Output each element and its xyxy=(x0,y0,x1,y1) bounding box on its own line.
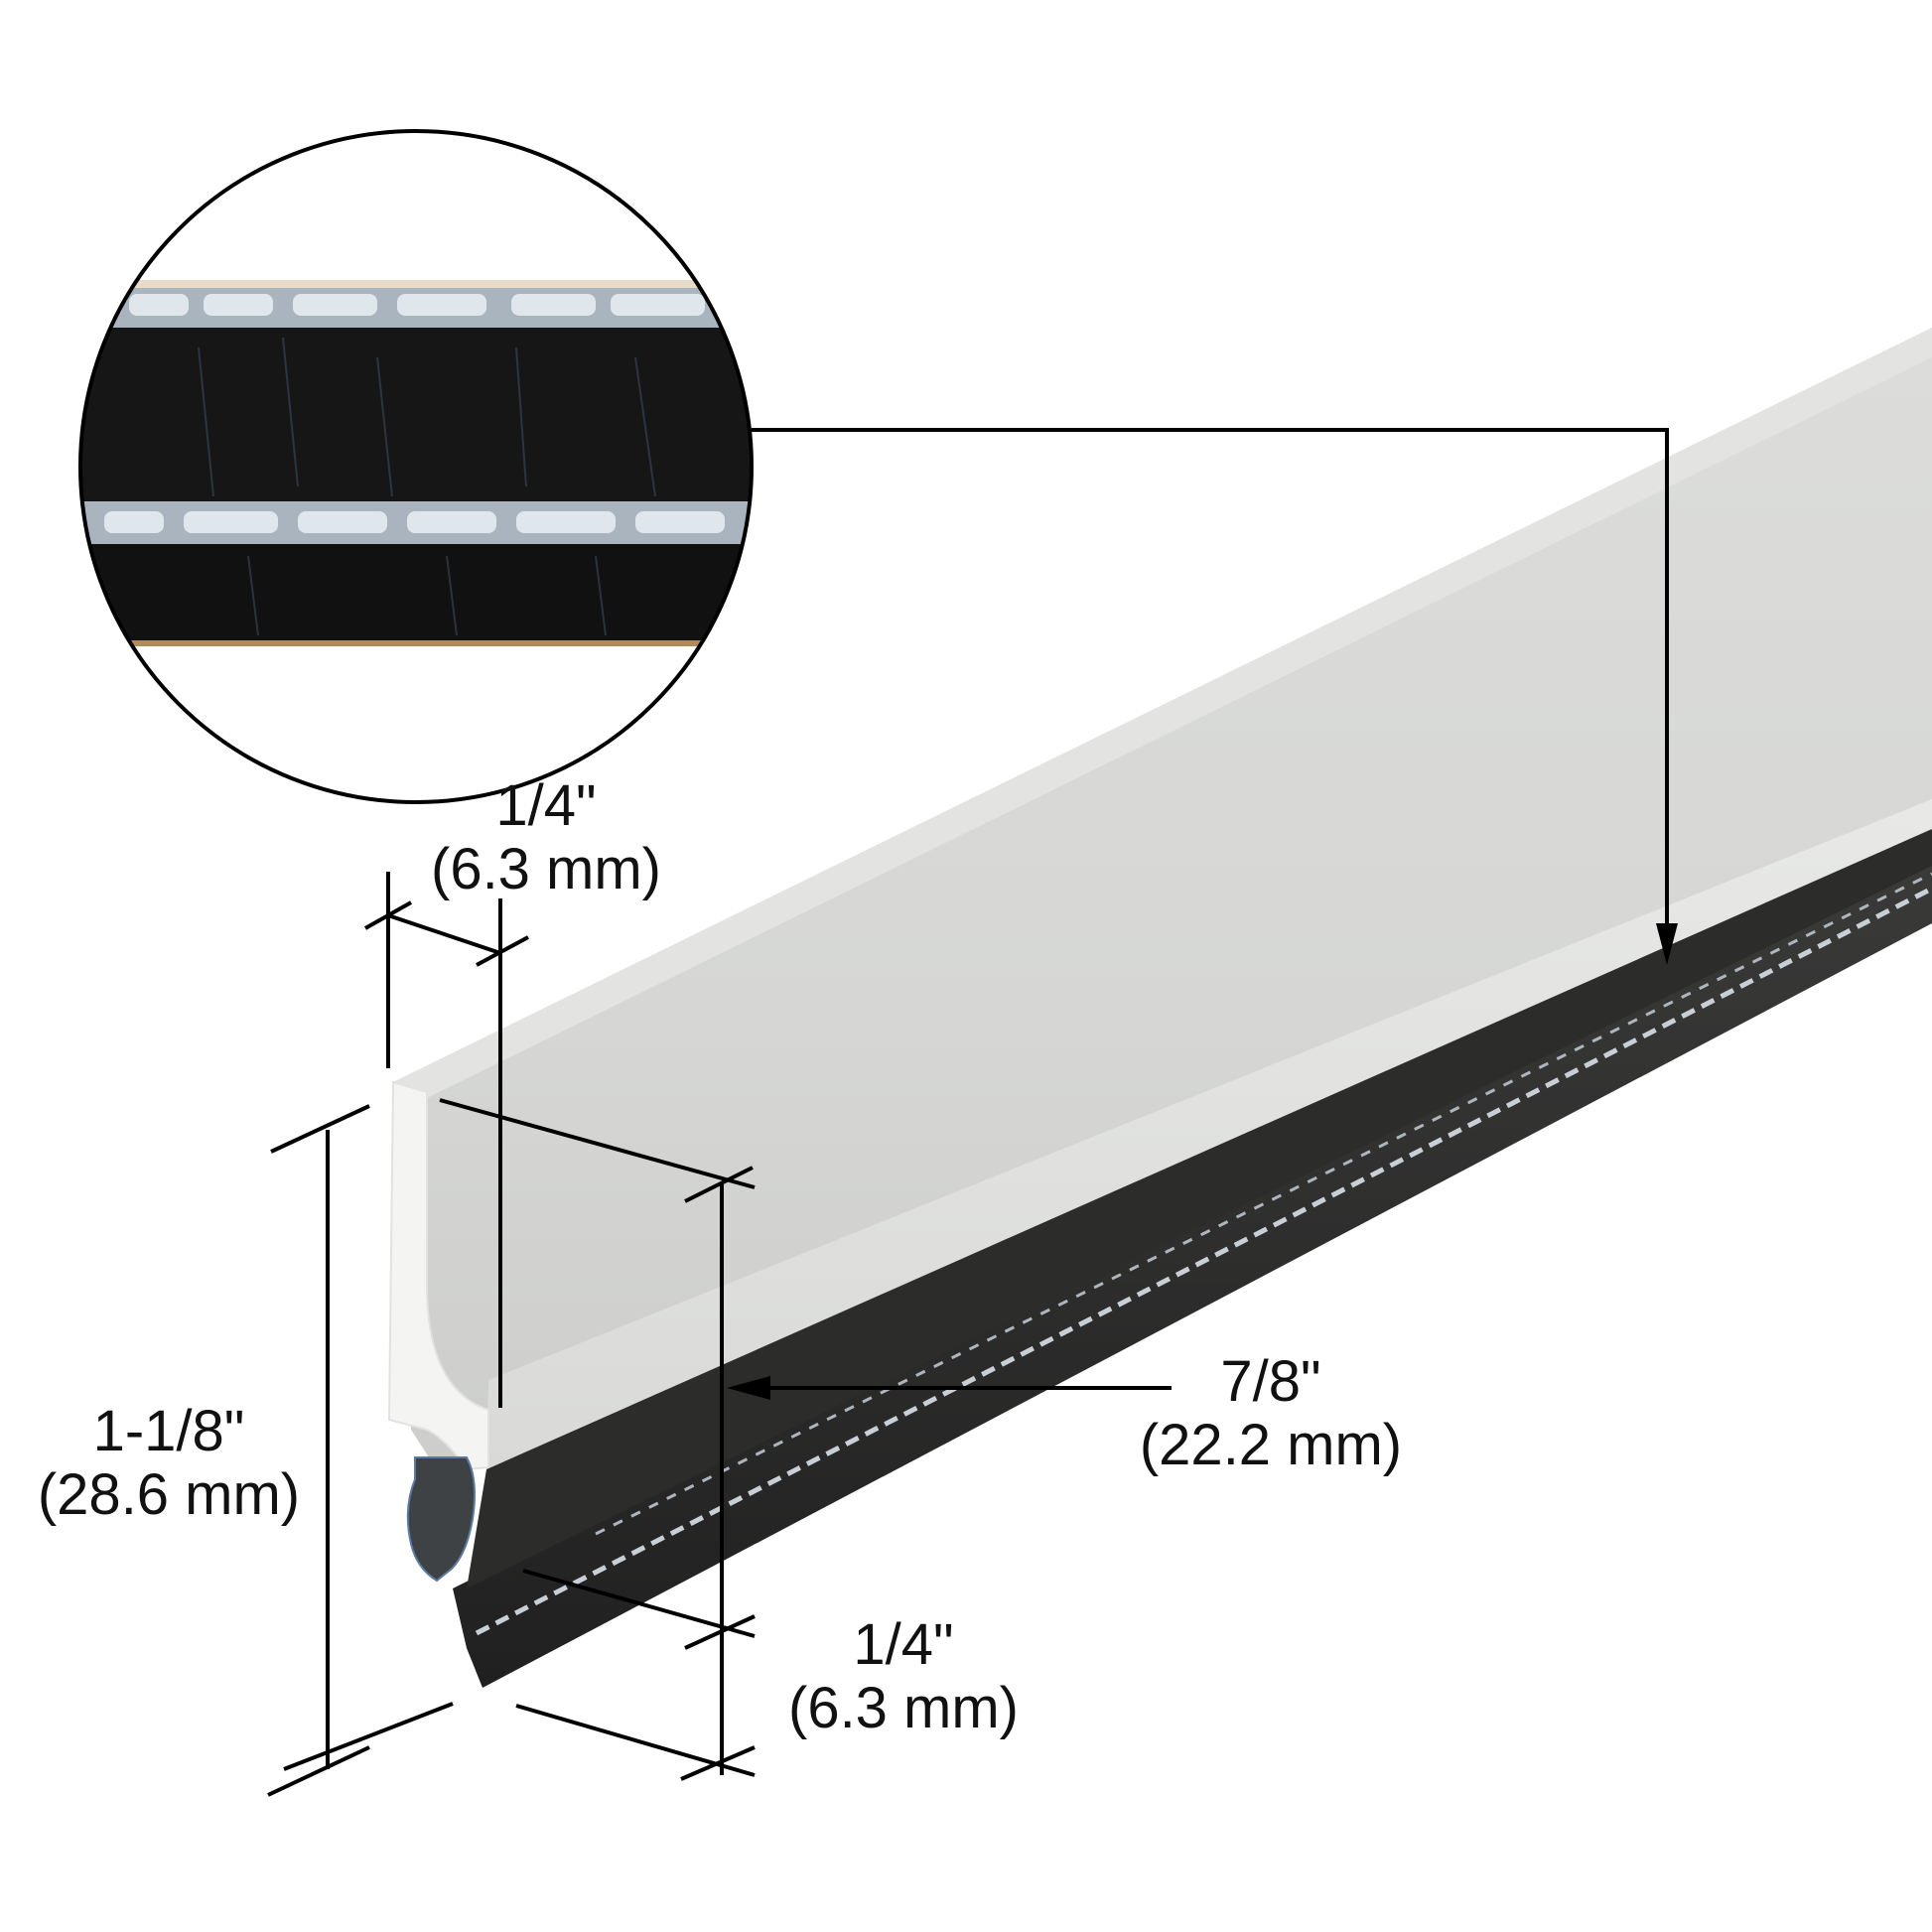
extrusion-top-edge xyxy=(393,328,1932,1098)
profile-height-arrowhead xyxy=(727,1376,770,1400)
extrusion-face xyxy=(393,328,1932,1467)
inset-callout-leader xyxy=(752,428,1678,965)
dimension-label-overall-height: 1-1/8" (28.6 mm) xyxy=(30,1400,308,1527)
dimension-label-profile-height: 7/8" (22.2 mm) xyxy=(1132,1350,1410,1477)
brush-channel-end xyxy=(406,1456,476,1583)
top-width-imperial: 1/4" xyxy=(495,773,597,838)
brush-stitch-line xyxy=(475,886,1932,1636)
brush-strip-upper xyxy=(467,829,1932,1588)
brush-strip-body xyxy=(453,854,1932,1688)
profile-height-imperial: 7/8" xyxy=(1220,1349,1321,1414)
profile-end-face xyxy=(387,1080,489,1471)
brush-detail-inset xyxy=(78,129,754,804)
brush-width-imperial: 1/4" xyxy=(853,1612,954,1677)
profile-height-metric: (22.2 mm) xyxy=(1139,1413,1403,1477)
top-width-metric: (6.3 mm) xyxy=(431,837,661,901)
extrusion-lip xyxy=(486,799,1932,1469)
dimension-label-brush-width: 1/4" (6.3 mm) xyxy=(784,1613,1023,1740)
dimension-label-top-width: 1/4" (6.3 mm) xyxy=(427,774,665,901)
overall-height-metric: (28.6 mm) xyxy=(37,1462,301,1527)
extrusion-body xyxy=(387,328,1932,1583)
magnifier-circle xyxy=(78,129,754,804)
overall-height-imperial: 1-1/8" xyxy=(92,1399,245,1463)
brush-strip xyxy=(453,829,1932,1688)
brush-width-metric: (6.3 mm) xyxy=(788,1676,1019,1740)
dimension-lines xyxy=(267,872,1172,1797)
